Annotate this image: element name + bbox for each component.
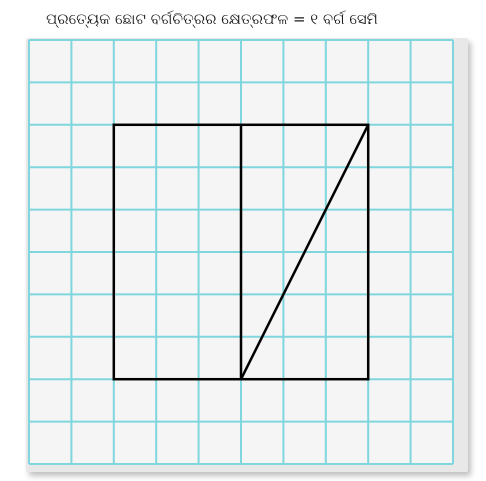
caption-area-note: ପ୍ରତ୍ୟେକ ଛୋଟ ବର୍ଗଚିତ୍ରର କ୍ଷେତ୍ରଫଳ = ୧ ବର… xyxy=(46,10,378,28)
figure-shapes xyxy=(112,123,370,381)
grid-lines xyxy=(28,39,454,465)
diagonal-line xyxy=(239,124,370,380)
